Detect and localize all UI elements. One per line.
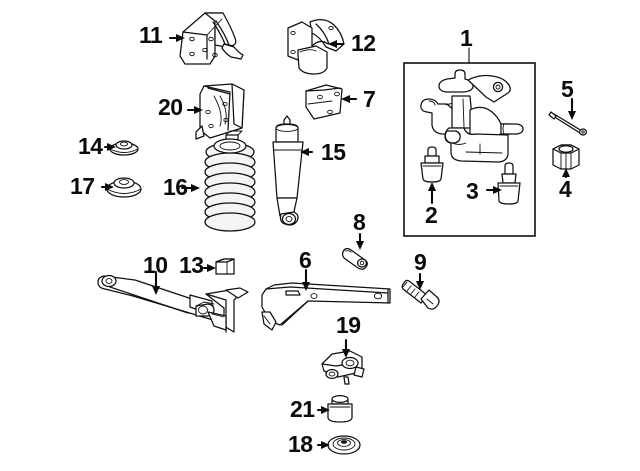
callout-label-20: 20 [158, 94, 183, 120]
callout-label-4: 4 [559, 176, 572, 202]
callout-label-5: 5 [561, 76, 574, 102]
callout-label-15: 15 [321, 139, 346, 165]
callout-label-17: 17 [70, 173, 95, 199]
callout-label-1: 1 [460, 25, 473, 51]
callout-label-3: 3 [466, 178, 479, 204]
callout-label-2: 2 [425, 202, 438, 228]
callout-label-6: 6 [299, 247, 312, 273]
callout-label-10: 10 [143, 252, 168, 278]
callout-label-19: 19 [336, 312, 361, 338]
callout-label-11: 11 [139, 22, 163, 48]
callout-label-9: 9 [414, 249, 427, 275]
callout-label-12: 12 [351, 30, 376, 56]
callout-label-21: 21 [290, 396, 315, 422]
callout-label-8: 8 [353, 209, 366, 235]
callout-label-13: 13 [179, 252, 204, 278]
callout-label-14: 14 [78, 133, 103, 159]
callout-label-18: 18 [288, 431, 313, 457]
callout-label-16: 16 [163, 174, 188, 200]
callout-label-7: 7 [363, 86, 376, 112]
